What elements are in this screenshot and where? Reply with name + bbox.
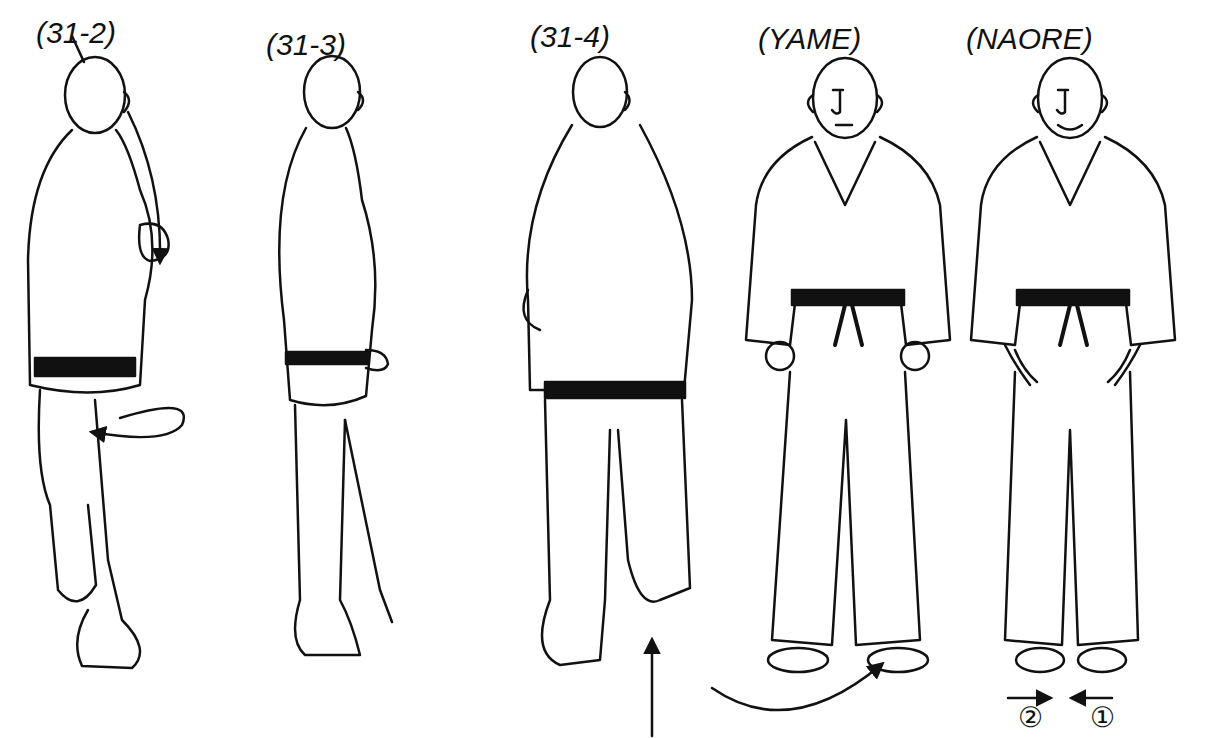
figure-naore <box>971 58 1175 698</box>
step-label: (31-2) <box>36 16 116 49</box>
callout-number: ① <box>1090 703 1115 734</box>
step-label: (31-4) <box>530 20 610 53</box>
step-label: (NAORE) <box>966 22 1093 55</box>
step-label: (31-3) <box>266 28 346 61</box>
callout-number: ② <box>1018 703 1043 734</box>
figure-yame <box>712 58 950 710</box>
figure-two <box>279 56 392 655</box>
figure-one <box>28 36 184 668</box>
figure-three <box>524 57 692 736</box>
step-label: (YAME) <box>758 22 861 55</box>
